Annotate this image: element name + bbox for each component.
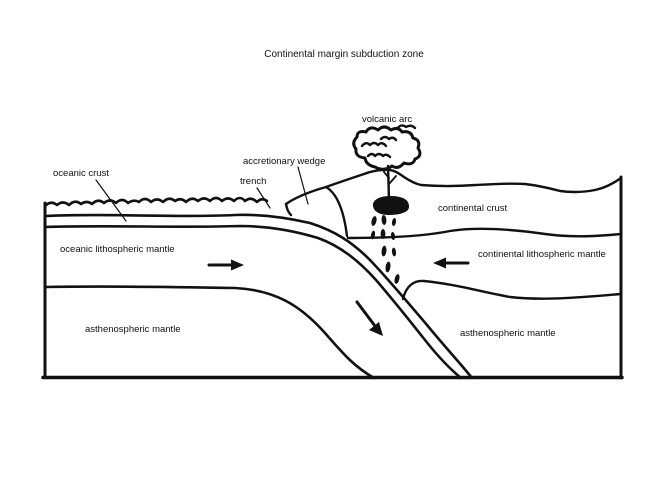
slab-motion-arrow-down-icon: [355, 300, 383, 336]
volcano-conduit-branches: [383, 171, 397, 185]
continental-lithosphere-asthenosphere-boundary-line: [401, 279, 623, 301]
sea-surface-wavy-line: [43, 196, 269, 208]
accretionary-wedge-leader-line: [297, 166, 309, 205]
volcano-conduit-line: [386, 164, 391, 202]
rising-magma-dashes: [370, 215, 400, 284]
label-continental-crust: continental crust: [438, 203, 508, 214]
smoke-cloud-inner-squiggles: [360, 135, 398, 159]
oceanic-crust-leader-line: [95, 179, 127, 222]
continental-moho-line: [346, 227, 623, 240]
label-continental-lithospheric-mantle: continental lithospheric mantle: [478, 249, 606, 260]
trench-wall-line: [284, 202, 293, 217]
smoke-puff-icon: [395, 124, 417, 131]
label-accretionary-wedge: accretionary wedge: [243, 156, 325, 167]
label-asthenospheric-mantle-right: asthenospheric mantle: [460, 328, 556, 339]
label-volcanic-arc: volcanic arc: [362, 114, 412, 125]
accretionary-wedge-outline: [284, 185, 349, 238]
diagram-title: Continental margin subduction zone: [264, 49, 424, 60]
magma-chamber-blob: [372, 196, 410, 215]
label-oceanic-crust: oceanic crust: [53, 168, 109, 179]
plate-motion-arrow-left-icon: [433, 257, 470, 269]
smoke-cloud-outline: [352, 125, 422, 171]
label-oceanic-lithospheric-mantle: oceanic lithospheric mantle: [60, 244, 175, 255]
plate-motion-arrow-right-icon: [207, 259, 244, 271]
oceanic-crust-top-and-slab-top-line: [43, 213, 474, 380]
label-trench: trench: [240, 176, 266, 187]
oceanic-crust-bottom-and-slab-bottom-line: [43, 224, 463, 380]
oceanic-lithosphere-asthenosphere-boundary-line: [43, 285, 376, 380]
label-asthenospheric-mantle-left: asthenospheric mantle: [85, 324, 181, 335]
continental-surface-and-volcano-outline: [324, 168, 623, 194]
trench-leader-line: [256, 187, 271, 209]
